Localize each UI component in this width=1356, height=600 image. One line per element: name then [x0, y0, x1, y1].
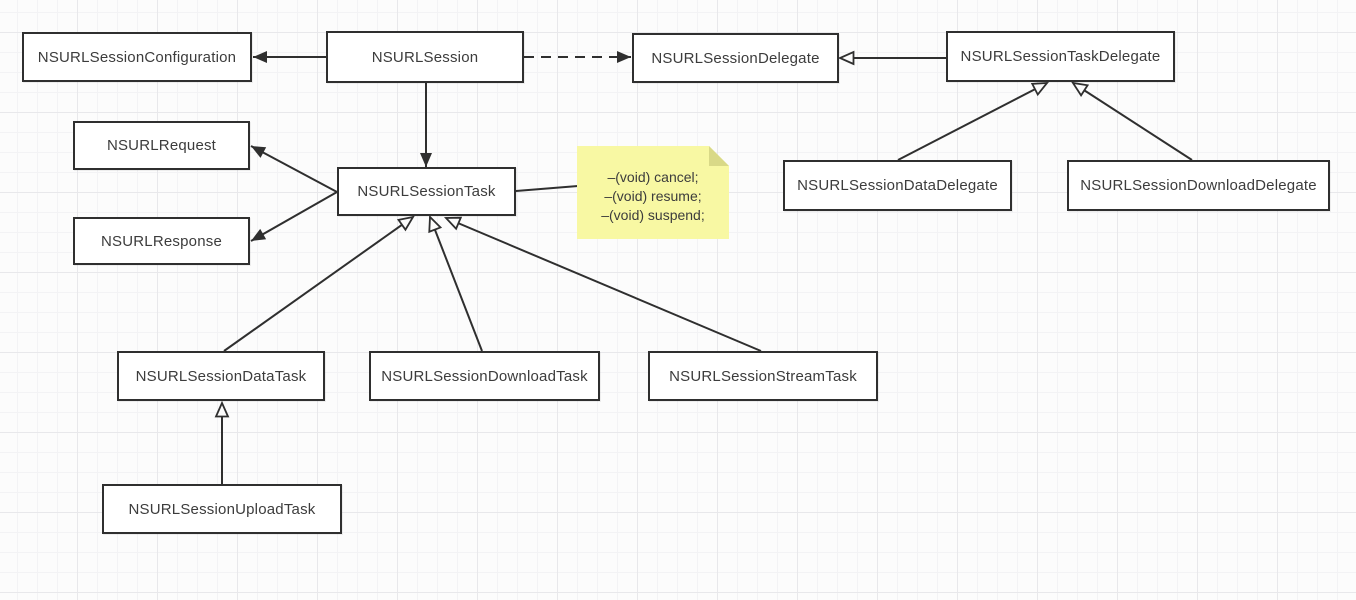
- note-line: –(void) resume;: [604, 188, 702, 204]
- node-label: NSURLSessionConfiguration: [37, 48, 237, 66]
- node-nsurlsessionconfiguration[interactable]: NSURLSessionConfiguration: [22, 32, 252, 82]
- node-label: NSURLSession: [371, 48, 479, 66]
- node-label: NSURLResponse: [101, 232, 222, 250]
- edge-download_task-task: [428, 214, 483, 352]
- node-label: NSURLSessionDataDelegate: [797, 177, 998, 194]
- node-label: NSURLSessionStreamTask: [669, 367, 857, 385]
- note-line: –(void) suspend;: [601, 207, 705, 223]
- node-nsurlsessiondownloaddelegate[interactable]: NSURLSessionDownloadDelegate: [1067, 160, 1330, 211]
- edge-task-note: [515, 185, 579, 192]
- edge-stream_task-task: [443, 216, 762, 352]
- node-label: NSURLSessionUploadTask: [128, 500, 316, 518]
- node-label: NSURLRequest: [106, 137, 217, 154]
- node-label: NSURLSessionTask: [357, 183, 496, 200]
- node-nsurlsessiontask[interactable]: NSURLSessionTask: [337, 167, 516, 216]
- node-label: NSURLSessionDownloadTask: [381, 367, 588, 385]
- node-label: NSURLSessionDownloadDelegate: [1080, 177, 1317, 194]
- node-nsurlsessionstreamtask[interactable]: NSURLSessionStreamTask: [648, 351, 878, 401]
- sticky-note[interactable]: –(void) cancel; –(void) resume; –(void) …: [577, 146, 729, 239]
- node-nsurlsessiondatadelegate[interactable]: NSURLSessionDataDelegate: [783, 160, 1012, 211]
- node-nsurlsessiondelegate[interactable]: NSURLSessionDelegate: [632, 33, 839, 83]
- node-nsurlsessiondatatask[interactable]: NSURLSessionDataTask: [117, 351, 325, 401]
- note-line: –(void) cancel;: [607, 169, 699, 185]
- node-nsurlresponse[interactable]: NSURLResponse: [73, 217, 250, 265]
- edge-task-request: [250, 145, 338, 193]
- node-label: NSURLSessionDataTask: [135, 367, 307, 385]
- node-nsurlsession[interactable]: NSURLSession: [326, 31, 524, 83]
- edge-data_task-task: [223, 215, 415, 352]
- edge-data_delegate-task_delegate: [897, 81, 1049, 161]
- node-nsurlsessiontaskdelegate[interactable]: NSURLSessionTaskDelegate: [946, 31, 1175, 82]
- node-nsurlsessionuploadtask[interactable]: NSURLSessionUploadTask: [102, 484, 342, 534]
- node-nsurlsessiondownloadtask[interactable]: NSURLSessionDownloadTask: [369, 351, 600, 401]
- edge-download_delegate-task_delegate: [1071, 81, 1193, 161]
- node-label: NSURLSessionDelegate: [651, 49, 820, 67]
- node-nsurlrequest[interactable]: NSURLRequest: [73, 121, 250, 170]
- edge-task-response: [250, 191, 338, 242]
- node-label: NSURLSessionTaskDelegate: [960, 48, 1161, 65]
